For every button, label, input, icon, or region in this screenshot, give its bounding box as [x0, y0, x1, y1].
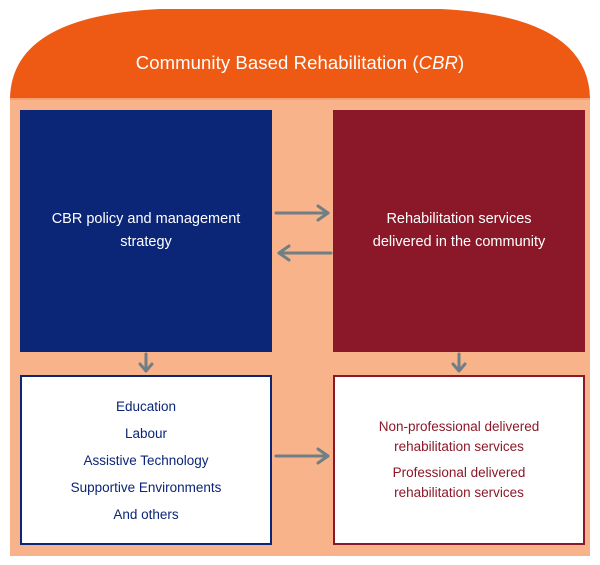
sector-areas-box: Education Labour Assistive Technology Su…: [20, 375, 272, 545]
area-item: And others: [113, 506, 179, 522]
rehab-line-2: delivered in the community: [372, 234, 546, 250]
professional-services: Professional delivered rehabilitation se…: [393, 463, 526, 503]
nonprof-line-2: rehabilitation services: [394, 439, 524, 454]
title-acronym: CBR: [418, 52, 458, 73]
nonprofessional-services: Non-professional delivered rehabilitatio…: [379, 417, 540, 457]
area-item: Labour: [124, 425, 168, 441]
title-banner-shape: [10, 9, 590, 124]
prof-line-1: Professional delivered: [392, 465, 526, 480]
prof-line-2: rehabilitation services: [394, 485, 524, 500]
rehab-line-1: Rehabilitation services: [386, 211, 532, 227]
area-item: Assistive Technology: [83, 452, 209, 468]
policy-line-2: strategy: [120, 234, 172, 250]
community-rehab-box: Rehabilitation services delivered in the…: [333, 110, 585, 352]
policy-strategy-box: CBR policy and management strategy: [20, 110, 272, 352]
title-suffix: ): [458, 52, 465, 73]
nonprof-line-1: Non-professional delivered: [378, 419, 540, 434]
policy-line-1: CBR policy and management: [51, 211, 241, 227]
diagram-title: Community Based Rehabilitation (CBR): [0, 52, 600, 74]
service-delivery-box: Non-professional delivered rehabilitatio…: [333, 375, 585, 545]
title-prefix: Community Based Rehabilitation (: [135, 52, 419, 73]
area-item: Education: [115, 398, 177, 414]
area-item: Supportive Environments: [70, 479, 222, 495]
